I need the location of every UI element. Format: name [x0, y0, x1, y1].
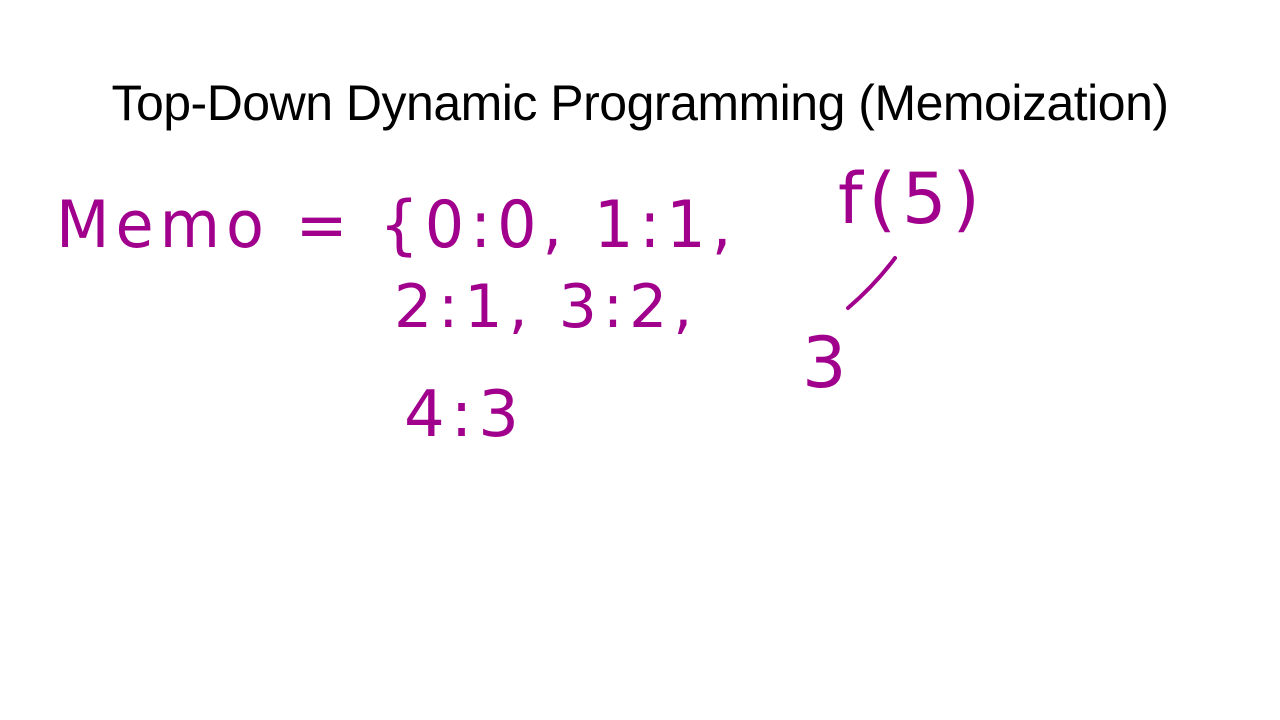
call-result: 3	[802, 322, 853, 404]
recursion-edge	[846, 256, 897, 310]
call-f5: f(5)	[838, 158, 986, 240]
slide-title: Top-Down Dynamic Programming (Memoizatio…	[111, 75, 1169, 131]
memo-line-3: 4:3	[404, 378, 525, 452]
memo-line-2: 2:1, 3:2,	[394, 272, 699, 342]
memo-line-1: Memo = {0:0, 1:1,	[56, 186, 738, 263]
